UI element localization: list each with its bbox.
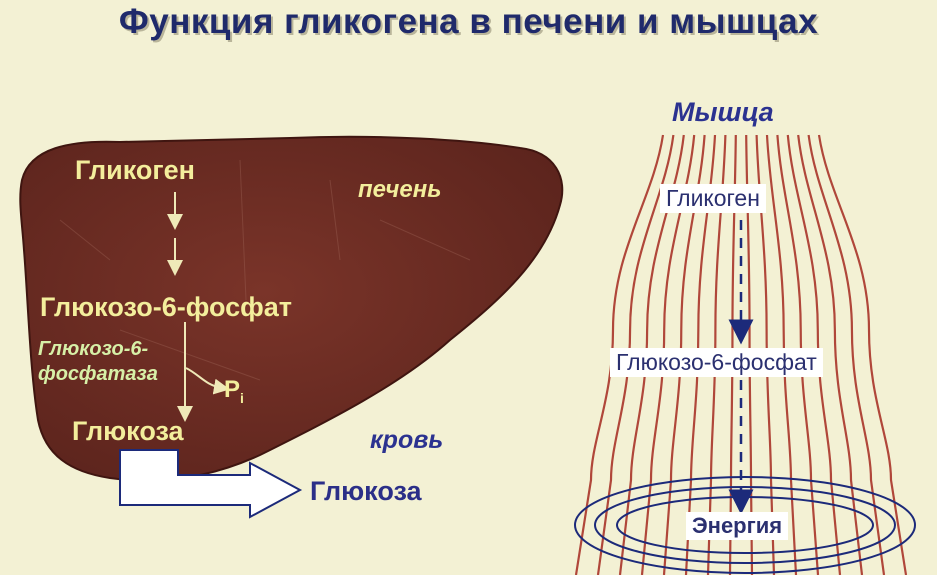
muscle-fiber	[786, 134, 842, 575]
liver-glycogen-label: Гликоген	[75, 155, 195, 185]
muscle-fiber	[574, 134, 665, 575]
liver-organ-label: печень	[358, 176, 442, 203]
liver-shape	[19, 135, 564, 482]
muscle-label: Мышца	[672, 97, 774, 127]
muscle-fiber	[776, 134, 820, 575]
muscle-fiber	[817, 134, 908, 575]
muscle-fiber	[807, 134, 886, 575]
liver-arrows	[167, 192, 230, 422]
enzyme-label-line2: фосфатаза	[38, 363, 158, 385]
page-title: Функция гликогена в печени и мышцах	[118, 2, 819, 41]
phosphate-label: Pi	[224, 376, 244, 406]
blood-glucose-label: Глюкоза	[310, 476, 422, 506]
muscle-fiber	[765, 134, 798, 575]
muscle-g6p-label: Глюкозо-6-фосфат	[610, 348, 823, 377]
muscle-glycogen-label: Гликоген	[660, 184, 766, 213]
muscle-fiber	[797, 134, 864, 575]
blood-label: кровь	[370, 426, 444, 454]
muscle-energy-label: Энергия	[686, 512, 789, 540]
enzyme-label-line1: Глюкозо-6-	[38, 338, 149, 360]
liver-texture	[59, 159, 471, 381]
liver-glucose-label: Глюкоза	[72, 416, 184, 446]
liver-g6p-label: Глюкозо-6-фосфат	[40, 292, 292, 322]
export-arrow	[119, 449, 303, 519]
